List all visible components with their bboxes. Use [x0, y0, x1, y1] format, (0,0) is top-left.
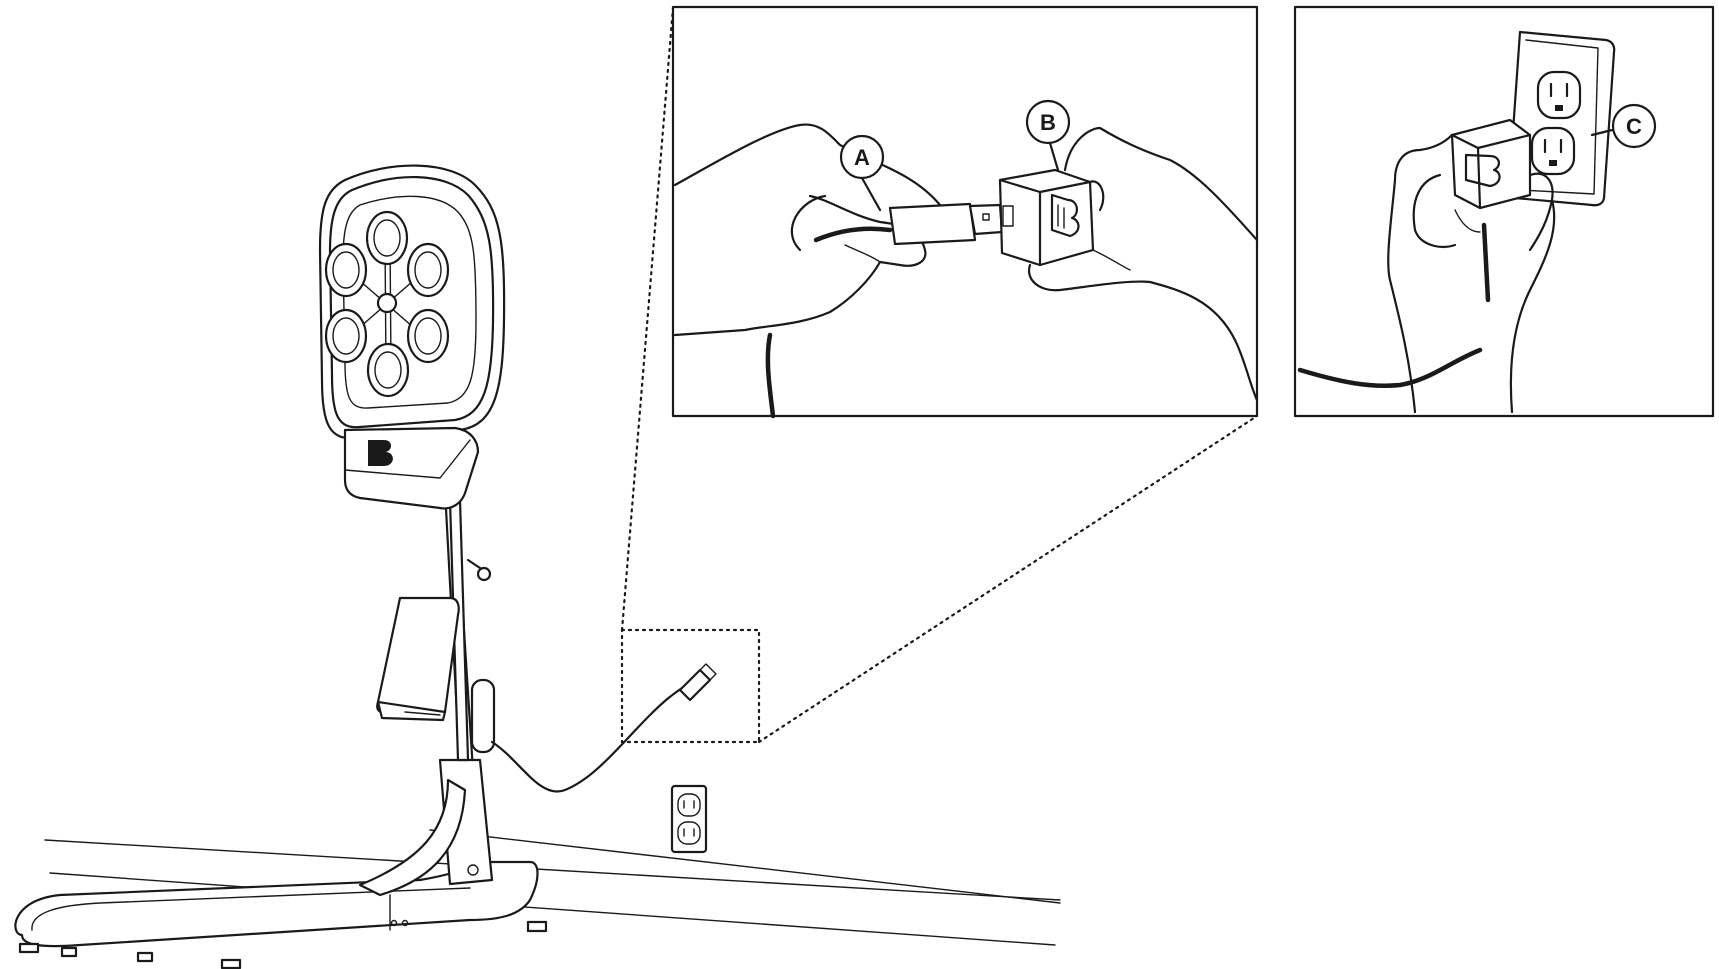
svg-text:B: B [1040, 110, 1056, 135]
zoom-indicator [620, 6, 1259, 744]
usb-plug-icon [678, 668, 712, 702]
detail-panel-connect: A B [671, 5, 1259, 419]
adapter-in-outlet [1450, 118, 1532, 210]
power-adapter-icon [998, 168, 1095, 267]
adapter-logo-icon [1050, 193, 1080, 238]
svg-text:C: C [1626, 114, 1642, 139]
callout-c: C [1590, 103, 1657, 149]
detail-panel-outlet: C [1293, 5, 1715, 418]
usb-connector [888, 202, 1004, 246]
left-hand [673, 123, 942, 419]
target-pad [318, 164, 506, 510]
svg-text:A: A [854, 145, 870, 170]
usb-cable [490, 663, 717, 793]
outlet-hand [1387, 133, 1556, 414]
brand-logo-icon [368, 440, 393, 466]
callout-a: A [839, 134, 885, 212]
callout-b: B [1025, 99, 1071, 172]
panel-cable [1297, 347, 1483, 389]
sensor-module [343, 426, 480, 510]
right-hand [1027, 126, 1259, 402]
stand-feet [18, 920, 548, 969]
wall-outlet-icon [670, 784, 708, 854]
phone-holder [376, 596, 460, 722]
brand-logo-icon [1464, 153, 1501, 188]
target-sensors [324, 210, 450, 398]
floor-lines [44, 829, 1061, 946]
